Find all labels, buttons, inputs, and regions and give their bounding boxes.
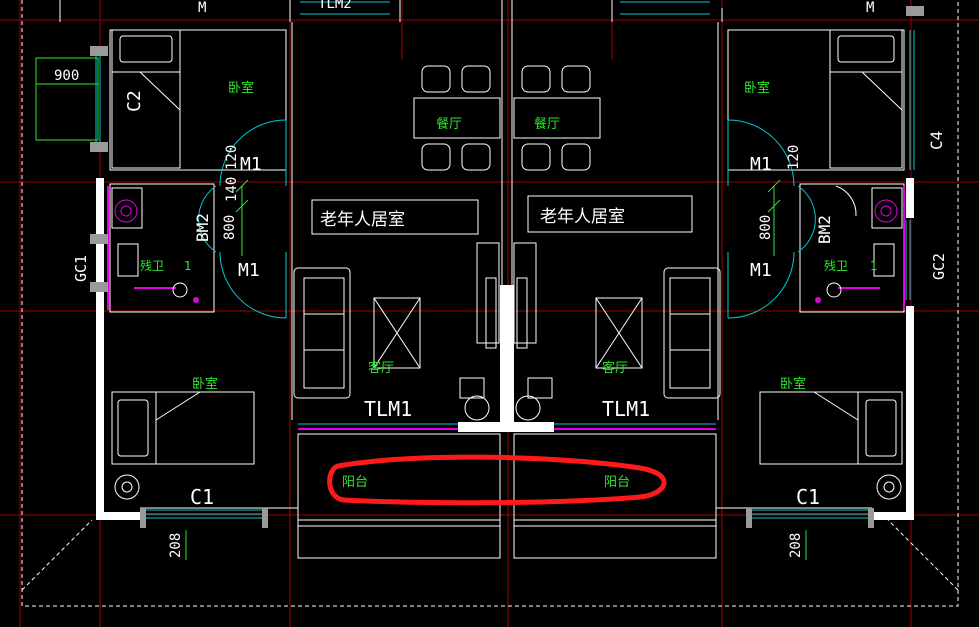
dining-set (413, 65, 601, 171)
room-elderly-right: 老年人居室 (540, 207, 625, 227)
bath-fixtures (111, 187, 903, 298)
door-bm2-left: BM2 (193, 213, 212, 242)
interior-lines (59, 0, 905, 559)
dim-120-left: 120 (224, 145, 240, 170)
dimension-ticks (185, 179, 807, 560)
fans (114, 377, 902, 500)
dim-208-left: 208 (168, 533, 184, 558)
dim-208-right: 208 (788, 533, 804, 558)
bed-bottom-right (759, 391, 903, 465)
room-elderly-left: 老年人居室 (320, 210, 405, 230)
doors (198, 119, 857, 319)
door-m1-tr: M1 (750, 154, 772, 175)
dim-140-left: 140 (224, 177, 240, 202)
door-tlm2-top: TLM2 (318, 0, 352, 12)
bath-number-right: 1 (870, 259, 878, 273)
bath-number-left: 1 (184, 259, 192, 273)
window-c1-left: C1 (190, 485, 214, 509)
windows (95, 1, 915, 519)
dim-800-left: 800 (222, 215, 238, 240)
room-bath-left: 残卫 (140, 259, 164, 273)
bed-bottom-left (111, 391, 255, 465)
door-m1-bl: M1 (238, 260, 260, 281)
room-dining-right: 餐厅 (534, 116, 560, 132)
door-m1-br: M1 (750, 260, 772, 281)
room-living-left: 客厅 (368, 360, 394, 376)
door-m-top-left: M (198, 0, 206, 16)
window-gc2: GC2 (930, 253, 948, 280)
sofa-right (663, 267, 721, 399)
columns (90, 6, 924, 528)
coffee-tables (373, 297, 643, 369)
door-m1-tl: M1 (240, 154, 262, 175)
room-living-right: 客厅 (602, 360, 628, 376)
annotation-ellipse (327, 454, 667, 506)
room-bedroom-tl: 卧室 (228, 80, 254, 96)
outline-dashed (21, 0, 959, 607)
bath-dots (193, 297, 821, 303)
room-bedroom-bl: 卧室 (192, 376, 218, 392)
dim-800-right: 800 (758, 215, 774, 240)
window-gc1: GC1 (72, 255, 90, 282)
elderly-room-boxes (311, 195, 693, 235)
room-bath-right: 残卫 (824, 259, 848, 273)
door-tlm1-left: TLM1 (364, 397, 412, 421)
thick-walls (96, 178, 914, 520)
dimension-900: 900 (35, 57, 99, 141)
door-m-top-right: M (866, 0, 874, 16)
bed-top-right (829, 29, 903, 169)
bed-top-left (111, 29, 181, 169)
sofa-left (293, 267, 351, 399)
dim-900-text: 900 (54, 68, 79, 84)
dim-120-right: 120 (786, 145, 802, 170)
room-dining-left: 餐厅 (436, 116, 462, 132)
window-c2: C2 (124, 90, 145, 112)
window-c1-right: C1 (796, 485, 820, 509)
room-bedroom-tr: 卧室 (744, 80, 770, 96)
room-bedroom-br: 卧室 (780, 376, 806, 392)
room-balcony-right: 阳台 (604, 475, 630, 490)
window-c4: C4 (927, 131, 946, 150)
room-balcony-left: 阳台 (342, 475, 368, 490)
door-tlm1-right: TLM1 (602, 397, 650, 421)
door-bm2-right: BM2 (815, 215, 834, 244)
